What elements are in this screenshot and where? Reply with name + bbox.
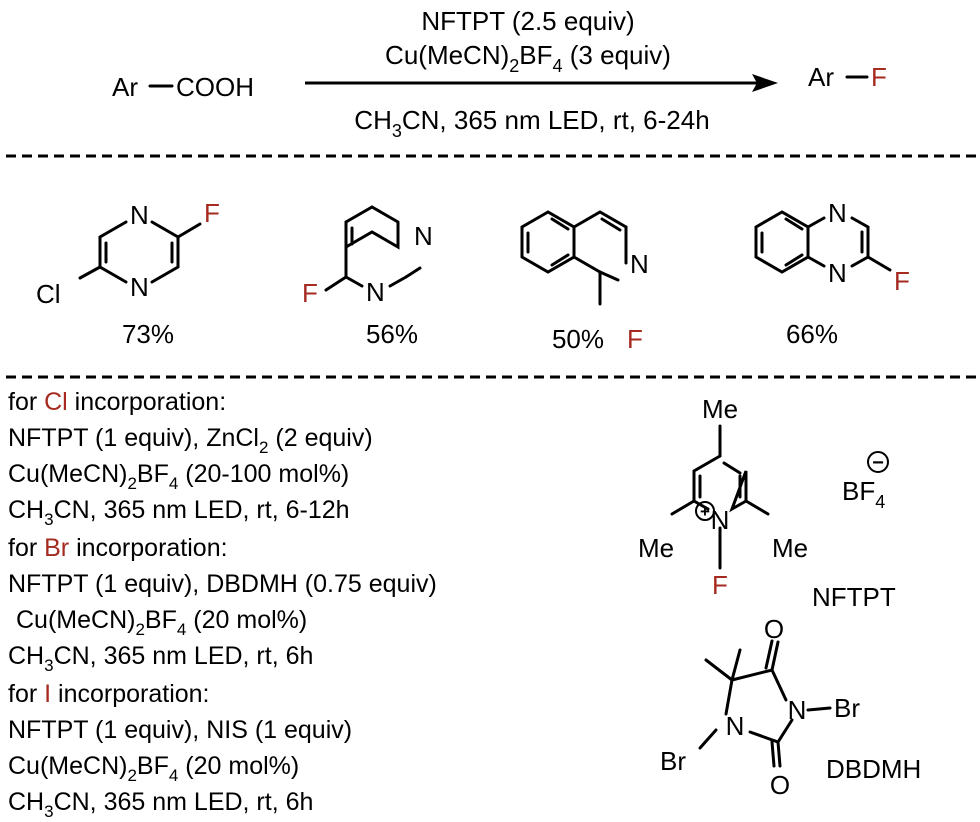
pyrimidine-n-top: N <box>414 221 433 251</box>
i-line-2: Cu(MeCN)2BF4 (20 mol%) <box>8 752 299 785</box>
nftpt-me-top: Me <box>702 394 738 424</box>
example-pyrazine: N N F Cl 73% <box>36 198 220 349</box>
nftpt-me-right: Me <box>772 533 808 563</box>
pyrimidine-ring-c <box>404 266 422 279</box>
pyrimidine-ring-b <box>344 205 408 288</box>
product-ar: Ar <box>808 62 834 92</box>
quinoxaline-pyrazine-ring <box>806 216 870 268</box>
pyrimidine-ring-a <box>344 221 400 279</box>
quinoxaline-n-top: N <box>828 198 847 228</box>
dbdmh-n-left: N <box>726 711 745 741</box>
example-isoquinoline: N F 50% <box>520 210 649 354</box>
dbdmh-co-top-1 <box>770 640 780 672</box>
dbdmh-me-1 <box>704 658 734 682</box>
isoquinoline-double-3 <box>550 253 570 267</box>
dbdmh-me-2 <box>730 648 742 682</box>
cl-line-1: NFTPT (1 equiv), ZnCl2 (2 equiv) <box>8 424 373 457</box>
nftpt-double-3 <box>722 461 742 475</box>
i-line-1: NFTPT (1 equiv), NIS (1 equiv) <box>8 716 352 744</box>
dbdmh-o-bottom: O <box>770 770 790 800</box>
nftpt-minus: − <box>872 452 884 474</box>
i-line-3: CH3CN, 365 nm LED, rt, 6h <box>8 788 313 821</box>
nftpt-label: NFTPT <box>812 582 896 612</box>
reagent-line-1: NFTPT (2.5 equiv) <box>421 6 634 36</box>
pyrazine-n-bottom: N <box>130 272 149 302</box>
i-heading: for I incorporation: <box>8 680 210 708</box>
nftpt-me-left-bond <box>670 499 696 516</box>
nftpt-minus-circle <box>867 451 889 473</box>
nftpt-plus: + <box>700 502 710 521</box>
pyrazine-n-top: N <box>130 200 149 230</box>
dbdmh-br-left-bond <box>698 728 718 750</box>
pyrazine-ring <box>98 220 180 284</box>
quinoxaline-f-bond <box>866 255 892 272</box>
isoquinoline-double-4 <box>600 217 622 232</box>
reagent-line-2: Cu(MeCN)2BF4 (3 equiv) <box>385 40 671 76</box>
dbdmh-br-left: Br <box>660 746 686 776</box>
pyrimidine-n-bottom: N <box>366 277 385 307</box>
dbdmh-co-bottom-1 <box>776 740 782 768</box>
dbdmh-structure: O O N N Br Br DBDMH <box>660 614 921 800</box>
pyrazine-f-bond <box>176 222 202 239</box>
pyrazine-chlorine: Cl <box>36 279 61 309</box>
quinoxaline-fluorine: F <box>894 266 910 296</box>
cl-line-3: CH3CN, 365 nm LED, rt, 6-12h <box>8 496 350 529</box>
isoquinoline-n: N <box>630 249 649 279</box>
isoquinoline-double-2 <box>550 217 570 231</box>
dbdmh-br-right-bond <box>806 706 832 712</box>
nftpt-structure: Me + N Me Me F BF4 − NFTPT <box>638 394 896 612</box>
quinoxaline-n-bottom: N <box>828 258 847 288</box>
dbdmh-br-right: Br <box>834 693 860 723</box>
isoquinoline-benzo-ring <box>520 210 576 274</box>
br-line-3: CH3CN, 365 nm LED, rt, 6h <box>8 642 313 675</box>
nftpt-n: N <box>711 505 730 535</box>
br-line-1: NFTPT (1 equiv), DBDMH (0.75 equiv) <box>8 570 437 598</box>
dbdmh-o-top: O <box>764 614 784 644</box>
nftpt-fluorine: F <box>712 570 728 600</box>
yield-1: 73% <box>122 319 174 349</box>
br-heading: for Br incorporation: <box>8 534 228 562</box>
product-fluorine: F <box>871 62 887 92</box>
isoquinoline-fluorine: F <box>627 324 643 354</box>
pyrimidine-f-bond <box>324 275 348 292</box>
dbdmh-n-right: N <box>788 695 807 725</box>
pyrimidine-fluorine: F <box>302 278 318 308</box>
nftpt-me-left: Me <box>638 533 674 563</box>
nftpt-counterion: BF4 <box>842 476 885 512</box>
cl-line-2: Cu(MeCN)2BF4 (20-100 mol%) <box>8 460 349 493</box>
condition-blocks: for Cl incorporation: NFTPT (1 equiv), Z… <box>8 388 437 821</box>
pyrazine-cl-bond <box>78 265 102 280</box>
example-quinoxaline: N N F 66% <box>754 198 910 349</box>
main-reaction: Ar COOH NFTPT (2.5 equiv) Cu(MeCN)2BF4 (… <box>112 6 887 141</box>
dbdmh-co-bottom-2 <box>770 740 776 768</box>
quinoxaline-double-2 <box>784 217 804 231</box>
cl-heading: for Cl incorporation: <box>8 388 226 416</box>
nftpt-me-right-bond <box>744 499 770 516</box>
br-line-2: Cu(MeCN)2BF4 (20 mol%) <box>16 606 307 639</box>
yield-2: 56% <box>366 319 418 349</box>
arrow-head <box>752 74 778 92</box>
reactant-group: COOH <box>176 72 254 102</box>
example-pyrimidine: N N F 56% <box>302 205 433 349</box>
nftpt-plus-circle <box>695 501 715 521</box>
reactant-ar: Ar <box>112 72 138 102</box>
isoquinoline-pyridine-ring <box>572 210 628 282</box>
quinoxaline-double-3 <box>784 253 804 267</box>
yield-3: 50% <box>552 324 604 354</box>
pyrazine-fluorine: F <box>204 198 220 228</box>
reaction-condition: CH3CN, 365 nm LED, rt, 6-24h <box>354 105 709 141</box>
dbdmh-co-top-2 <box>764 639 774 670</box>
dbdmh-label: DBDMH <box>826 754 921 784</box>
quinoxaline-benzo-ring <box>754 210 810 274</box>
yield-4: 66% <box>786 319 838 349</box>
